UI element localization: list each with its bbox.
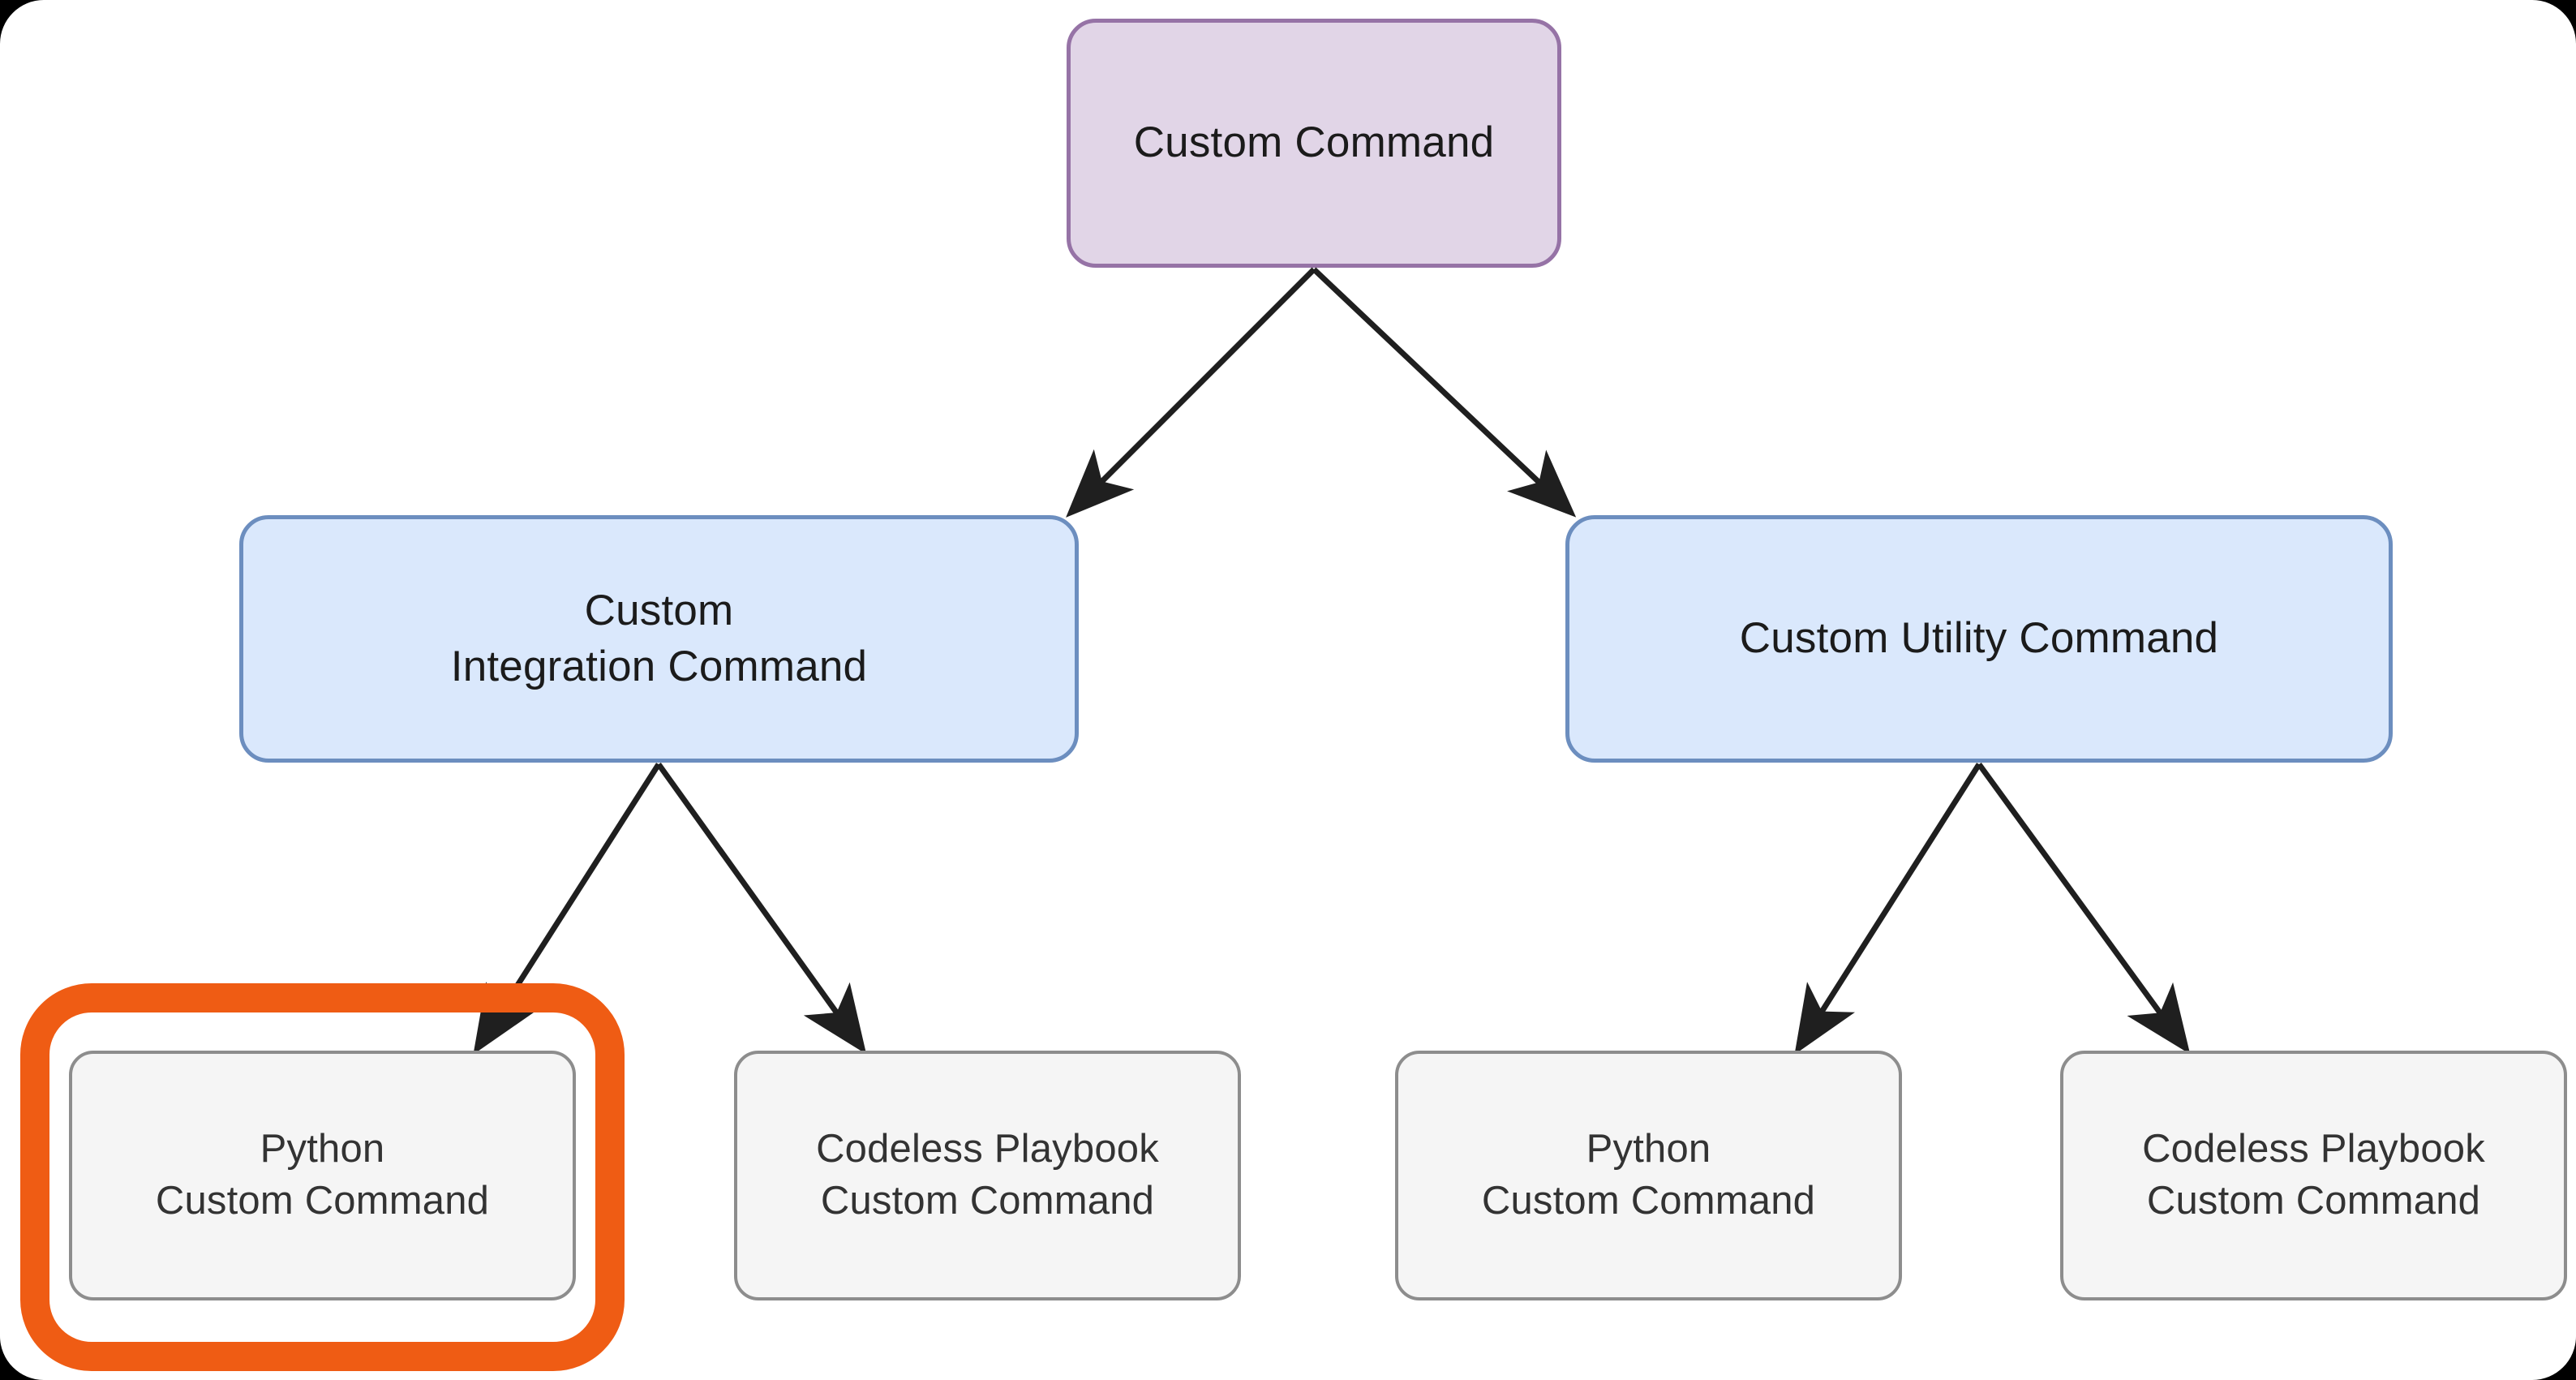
node-python-custom-command-integration[interactable]: Python Custom Command bbox=[69, 1051, 576, 1300]
node-python-custom-command-utility[interactable]: Python Custom Command bbox=[1395, 1051, 1902, 1300]
node-custom-utility-command[interactable]: Custom Utility Command bbox=[1565, 515, 2393, 763]
node-label: Python Custom Command bbox=[155, 1127, 490, 1223]
edge-root-to-custom-integration-command bbox=[1066, 267, 1316, 518]
edge-custom-utility-command-to-codeless-playbook-custom-command bbox=[1977, 762, 2191, 1055]
node-label: Custom Utility Command bbox=[1739, 614, 2219, 663]
node-label: Custom Command bbox=[1133, 118, 1495, 167]
node-label: Python Custom Command bbox=[1481, 1127, 1816, 1223]
edge-custom-integration-command-to-codeless-playbook-custom-command bbox=[656, 762, 867, 1055]
node-custom-integration-command[interactable]: Custom Integration Command bbox=[239, 515, 1079, 763]
edge-custom-integration-command-to-python-custom-command bbox=[473, 763, 661, 1055]
node-codeless-playbook-custom-command-utility[interactable]: Codeless Playbook Custom Command bbox=[2060, 1051, 2567, 1300]
edge-custom-utility-command-to-python-custom-command bbox=[1794, 763, 1981, 1055]
node-label: Codeless Playbook Custom Command bbox=[816, 1127, 1159, 1223]
node-label: Custom Integration Command bbox=[450, 586, 868, 690]
node-label: Codeless Playbook Custom Command bbox=[2142, 1127, 2485, 1223]
edge-root-to-custom-utility-command bbox=[1312, 267, 1577, 518]
node-custom-command-root[interactable]: Custom Command bbox=[1067, 19, 1561, 268]
node-codeless-playbook-custom-command-integration[interactable]: Codeless Playbook Custom Command bbox=[734, 1051, 1241, 1300]
